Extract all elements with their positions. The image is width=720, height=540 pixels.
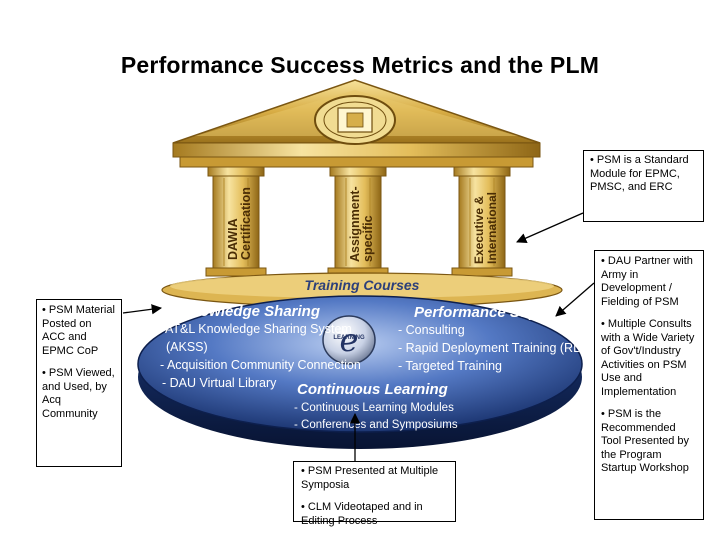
- callout-right-bullet: • PSM is the Recommended Tool Presented …: [601, 408, 690, 474]
- temple-step: Training Courses: [161, 272, 563, 308]
- callout-left-bullet: • PSM Material Posted on ACC and EPMC Co…: [42, 304, 115, 357]
- temple-column-executive: Executive & International: [451, 166, 513, 277]
- callout-center-bullet: • CLM Videotaped and in Editing Process: [301, 501, 423, 527]
- knowledge-sharing-heading: Knowledge Sharing: [180, 303, 320, 320]
- continuous-learning-item: - Conferences and Symposiums: [294, 419, 458, 431]
- knowledge-sharing-item: (AKSS): [166, 340, 208, 354]
- performance-support-heading: Performance Support: [414, 304, 568, 321]
- knowledge-sharing-section: Knowledge Sharing - AT&L Knowledge Shari…: [158, 303, 361, 390]
- arrow-left-to-disc: [122, 304, 163, 315]
- step-label-training-courses: Training Courses: [305, 277, 420, 293]
- column-label-assignment: Assignment- specific: [348, 183, 375, 262]
- knowledge-sharing-item: - AT&L Knowledge Sharing System: [158, 322, 352, 336]
- performance-support-section: Performance Support - Consulting - Rapid…: [398, 304, 594, 373]
- svg-text:e: e: [340, 321, 359, 359]
- arrow-top-right-to-column: [516, 212, 584, 243]
- callout-arrows: [122, 212, 595, 461]
- column-label-dawia: DAWIA Certification: [226, 187, 253, 260]
- dau-seal-icon: [314, 95, 396, 145]
- continuous-learning-heading: Continuous Learning: [297, 381, 448, 398]
- callout-top-right-bullet: • PSM is a Standard Module for EPMC, PMS…: [590, 154, 689, 193]
- performance-support-item: - Rapid Deployment Training (RDT): [398, 341, 594, 355]
- svg-text:LEARNING: LEARNING: [333, 335, 365, 341]
- callout-right-bullet: • Multiple Consults with a Wide Variety …: [601, 318, 695, 398]
- knowledge-sharing-item: - Acquisition Community Connection: [160, 358, 361, 372]
- performance-support-item: - Consulting: [398, 323, 465, 337]
- slide-title: Performance Success Metrics and the PLM: [120, 52, 600, 78]
- temple-base-disc: [137, 295, 583, 449]
- continuous-learning-item: - Continuous Learning Modules: [294, 402, 454, 414]
- callout-left-bullet: • PSM Viewed, and Used, by Acq Community: [42, 367, 115, 420]
- callout-right: • DAU Partner with Army in Development /…: [594, 250, 704, 520]
- callout-center-bullet: • PSM Presented at Multiple Symposia: [301, 465, 439, 491]
- performance-support-item: - Targeted Training: [398, 359, 502, 373]
- callout-top-right: • PSM is a Standard Module for EPMC, PMS…: [583, 150, 704, 222]
- column-label-executive: Executive & International: [472, 192, 499, 264]
- knowledge-sharing-item: - DAU Virtual Library: [162, 376, 277, 390]
- temple-column-dawia: DAWIA Certification: [205, 166, 267, 277]
- arrow-right-to-disc: [555, 282, 595, 317]
- callout-right-bullet: • DAU Partner with Army in Development /…: [601, 255, 693, 308]
- temple-column-assignment: Assignment- specific: [327, 166, 389, 277]
- e-learning-emblem-icon: e LEARNING: [322, 315, 376, 365]
- callout-center: • PSM Presented at Multiple Symposia • C…: [293, 461, 456, 527]
- continuous-learning-section: Continuous Learning - Continuous Learnin…: [294, 381, 458, 431]
- callout-left: • PSM Material Posted on ACC and EPMC Co…: [36, 299, 122, 467]
